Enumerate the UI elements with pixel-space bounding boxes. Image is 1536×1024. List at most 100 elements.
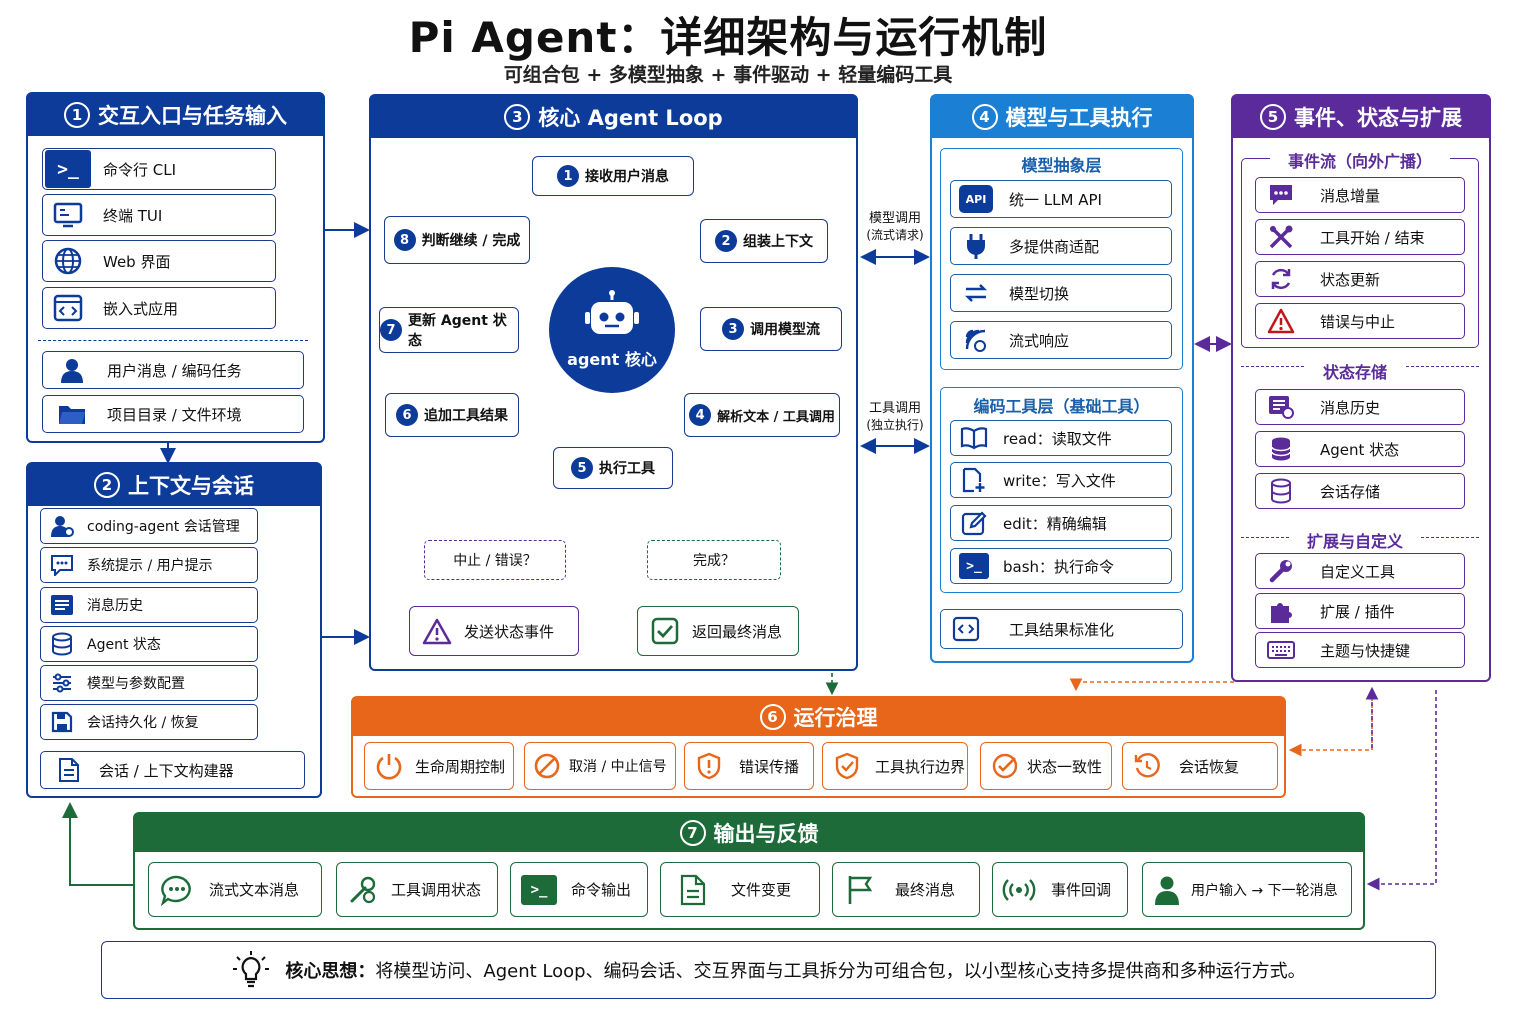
output-command[interactable]: >_ 命令输出	[510, 862, 648, 917]
panel-title: 事件、状态与扩展	[1294, 106, 1462, 130]
step-number: 4	[689, 404, 712, 426]
model-switch[interactable]: 模型切换	[950, 274, 1172, 312]
step-label: 判断继续 / 完成	[421, 233, 521, 249]
event-error-abort[interactable]: 错误与中止	[1255, 303, 1465, 339]
gov-label: 错误传播	[739, 757, 800, 776]
loop-step-4[interactable]: 4 解析文本 / 工具调用	[684, 393, 840, 437]
history-icon	[1266, 395, 1296, 419]
entry-web[interactable]: Web 界面	[42, 240, 276, 282]
output-stream-text[interactable]: 流式文本消息	[148, 862, 322, 917]
model-label: 统一 LLM API	[1009, 190, 1102, 209]
keyboard-icon	[1266, 640, 1296, 660]
step-number: 2	[715, 230, 737, 252]
gov-label: 会话恢复	[1179, 757, 1240, 776]
step-label: 追加工具结果	[424, 408, 508, 424]
return-final-message[interactable]: 返回最终消息	[637, 606, 799, 656]
model-call-label: 模型调用(流式请求)	[862, 210, 928, 244]
ext-custom-tools[interactable]: 自定义工具	[1255, 553, 1465, 589]
state-session-store[interactable]: 会话存储	[1255, 473, 1465, 509]
save-icon	[45, 711, 79, 733]
page-subtitle: 可组合包 + 多模型抽象 + 事件驱动 + 轻量编码工具	[503, 64, 953, 86]
output-final-message[interactable]: 最终消息	[832, 862, 980, 917]
step-label: 解析文本 / 工具调用	[717, 409, 835, 425]
globe-icon	[45, 246, 91, 276]
agent-core[interactable]: agent 核心	[549, 267, 675, 393]
entry-label: 嵌入式应用	[103, 299, 179, 318]
output-file-change[interactable]: 文件变更	[660, 862, 820, 917]
session-agent-state[interactable]: Agent 状态	[40, 626, 258, 662]
database-icon	[1266, 436, 1296, 462]
tool-edit[interactable]: edit：精确编辑	[950, 505, 1172, 541]
entry-tui[interactable]: 终端 TUI	[42, 194, 276, 236]
output-label: 工具调用状态	[391, 881, 482, 899]
ext-heading: 扩展与自定义	[1290, 528, 1420, 552]
gov-state-consistency[interactable]: 状态一致性	[980, 742, 1112, 790]
state-message-history[interactable]: 消息历史	[1255, 389, 1465, 425]
emit-state-event[interactable]: 发送状态事件	[409, 606, 579, 656]
gov-session-recovery[interactable]: 会话恢复	[1122, 742, 1278, 790]
book-icon	[957, 426, 991, 450]
tool-label: read：读取文件	[1003, 429, 1112, 448]
entry-embedded[interactable]: 嵌入式应用	[42, 287, 276, 329]
event-state-update[interactable]: 状态更新	[1255, 261, 1465, 297]
tool-write[interactable]: write：写入文件	[950, 462, 1172, 498]
ext-label: 自定义工具	[1320, 562, 1396, 581]
model-label: 多提供商适配	[1009, 237, 1100, 256]
event-tool-start-end[interactable]: 工具开始 / 结束	[1255, 219, 1465, 255]
context-builder[interactable]: 会话 / 上下文构建器	[40, 751, 305, 789]
file-icon	[675, 874, 711, 906]
session-model-config[interactable]: 模型与参数配置	[40, 665, 258, 701]
output-label: 事件回调	[1051, 881, 1112, 899]
gov-lifecycle[interactable]: 生命周期控制	[364, 742, 514, 790]
state-label: Agent 状态	[1320, 440, 1400, 459]
chat-icon	[45, 554, 79, 576]
session-history[interactable]: 消息历史	[40, 587, 258, 623]
entry-cli[interactable]: >_ 命令行 CLI	[42, 148, 276, 190]
model-streaming[interactable]: 流式响应	[950, 321, 1172, 359]
gov-tool-boundary[interactable]: 工具执行边界	[822, 742, 968, 790]
tool-result-normalize[interactable]: 工具结果标准化	[940, 609, 1183, 649]
state-agent[interactable]: Agent 状态	[1255, 431, 1465, 467]
output-event-callback[interactable]: 事件回调	[992, 862, 1128, 917]
entry-label: Web 界面	[103, 252, 171, 271]
gov-label: 取消 / 中止信号	[569, 759, 667, 775]
monitor-icon	[45, 202, 91, 228]
ext-plugins[interactable]: 扩展 / 插件	[1255, 593, 1465, 629]
panel-number: 1	[64, 102, 90, 128]
tool-read[interactable]: read：读取文件	[950, 420, 1172, 456]
output-tool-status[interactable]: 工具调用状态	[336, 862, 498, 917]
output-next-input[interactable]: 用户输入 → 下一轮消息	[1142, 862, 1352, 917]
gov-cancel-signal[interactable]: 取消 / 中止信号	[524, 742, 676, 790]
code-window-icon	[45, 294, 91, 322]
event-message-delta[interactable]: 消息增量	[1255, 177, 1465, 213]
gov-error-propagation[interactable]: 错误传播	[684, 742, 814, 790]
session-coding-agent[interactable]: coding-agent 会话管理	[40, 508, 258, 544]
input-user-message[interactable]: 用户消息 / 编码任务	[42, 351, 304, 389]
session-label: 模型与参数配置	[87, 676, 185, 692]
event-label: 状态更新	[1320, 270, 1381, 289]
panel-title: 运行治理	[793, 706, 878, 730]
tool-bash[interactable]: >_ bash：执行命令	[950, 548, 1172, 584]
model-multi-provider[interactable]: 多提供商适配	[950, 227, 1172, 265]
divider	[38, 340, 308, 341]
check-icon	[650, 617, 680, 645]
session-prompts[interactable]: 系统提示 / 用户提示	[40, 547, 258, 583]
input-project-dir[interactable]: 项目目录 / 文件环境	[42, 395, 304, 433]
step-label: 执行工具	[599, 461, 655, 477]
ext-theme-shortcuts[interactable]: 主题与快捷键	[1255, 632, 1465, 668]
session-persistence[interactable]: 会话持久化 / 恢复	[40, 704, 258, 740]
user-icon	[1151, 875, 1183, 905]
api-icon: API	[959, 185, 993, 213]
entry-label: 命令行 CLI	[103, 160, 177, 179]
terminal-icon: >_	[45, 150, 91, 188]
model-unified-api[interactable]: API 统一 LLM API	[950, 180, 1172, 218]
